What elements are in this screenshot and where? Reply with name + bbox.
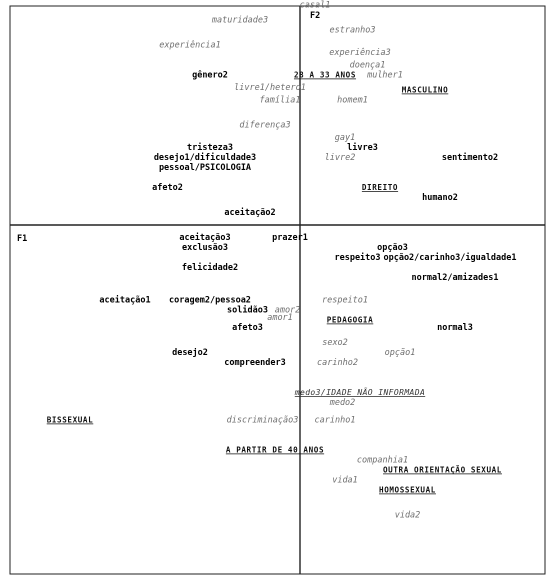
axis-title-f1: F1 [17, 234, 27, 244]
point-label: medo2 [329, 398, 356, 408]
point-label: companhia1 [357, 456, 408, 466]
point-label: coragem2/pessoa2 [169, 296, 251, 306]
point-label: compreender3 [224, 358, 285, 368]
point-label: pessoal/PSICOLOGIA [159, 163, 251, 173]
point-label: 28 A 33 ANOS [294, 71, 356, 80]
point-label: afeto2 [152, 183, 183, 193]
axis-title-f2: F2 [310, 11, 320, 21]
point-label: maturidade3 [211, 16, 268, 26]
point-label: sentimento2 [442, 152, 498, 163]
point-label: humano2 [422, 193, 458, 203]
point-label: família1 [260, 96, 301, 106]
point-label: opção3 [377, 243, 408, 253]
point-label: gênero2 [192, 70, 228, 81]
point-label: livre2 [325, 153, 356, 163]
point-label: vida1 [332, 476, 358, 486]
point-label: sexo2 [322, 338, 348, 348]
point-label: estranho3 [329, 26, 375, 36]
point-label: solidão3 [227, 305, 268, 316]
point-label: mulher1 [366, 71, 403, 81]
point-label: aceitação3 [179, 232, 230, 243]
point-label: discriminação3 [227, 416, 299, 426]
point-label: desejo1/dificuldade3 [154, 152, 256, 163]
point-label: tristeza3 [187, 142, 233, 153]
point-label: normal3 [437, 323, 473, 333]
point-label: opção1 [385, 348, 416, 358]
point-label: afeto3 [232, 323, 263, 333]
point-label: MASCULINO [402, 86, 449, 95]
point-label: amor1 [267, 313, 293, 323]
point-label: exclusão3 [182, 243, 228, 253]
point-labels-layer: casal1 maturidade3 estranho3 experiência1 ex… [47, 1, 517, 521]
point-label: respeito3 [334, 252, 380, 263]
point-label: experiência1 [159, 40, 220, 51]
point-label: respeito1 [322, 296, 368, 306]
point-label: livre1/hetero1 [234, 83, 306, 93]
point-label: BISSEXUAL [47, 416, 94, 425]
plot-frame [9, 5, 546, 575]
point-label: normal2/amizades1 [412, 272, 499, 283]
point-label: HOMOSSEXUAL [379, 486, 436, 495]
point-label: prazer1 [272, 233, 308, 243]
point-label: carinho1 [315, 416, 356, 426]
point-label: DIREITO [362, 183, 398, 192]
point-label: PEDAGOGIA [327, 316, 374, 325]
point-label: livre3 [347, 142, 378, 153]
point-label: aceitação1 [99, 295, 150, 306]
point-label: aceitação2 [224, 207, 275, 218]
point-label: felicidade2 [182, 262, 238, 273]
point-label: medo3/IDADE NÃO INFORMADA [294, 387, 425, 397]
point-label: amor2 [275, 306, 301, 316]
point-label: carinho2 [317, 358, 358, 368]
point-label: doença1 [350, 61, 386, 71]
point-label: diferença3 [239, 121, 290, 131]
point-label: desejo2 [172, 347, 208, 358]
point-label: gay1 [335, 133, 355, 143]
point-label: experiência3 [329, 47, 390, 58]
point-label: OUTRA ORIENTAÇÃO SEXUAL [383, 466, 502, 475]
point-label: A PARTIR DE 40 ANOS [226, 446, 324, 455]
point-label: opção2/carinho3/igualdade1 [383, 252, 516, 263]
point-label: casal1 [300, 1, 331, 11]
point-label: homem1 [337, 96, 368, 106]
point-label: vida2 [395, 511, 421, 521]
